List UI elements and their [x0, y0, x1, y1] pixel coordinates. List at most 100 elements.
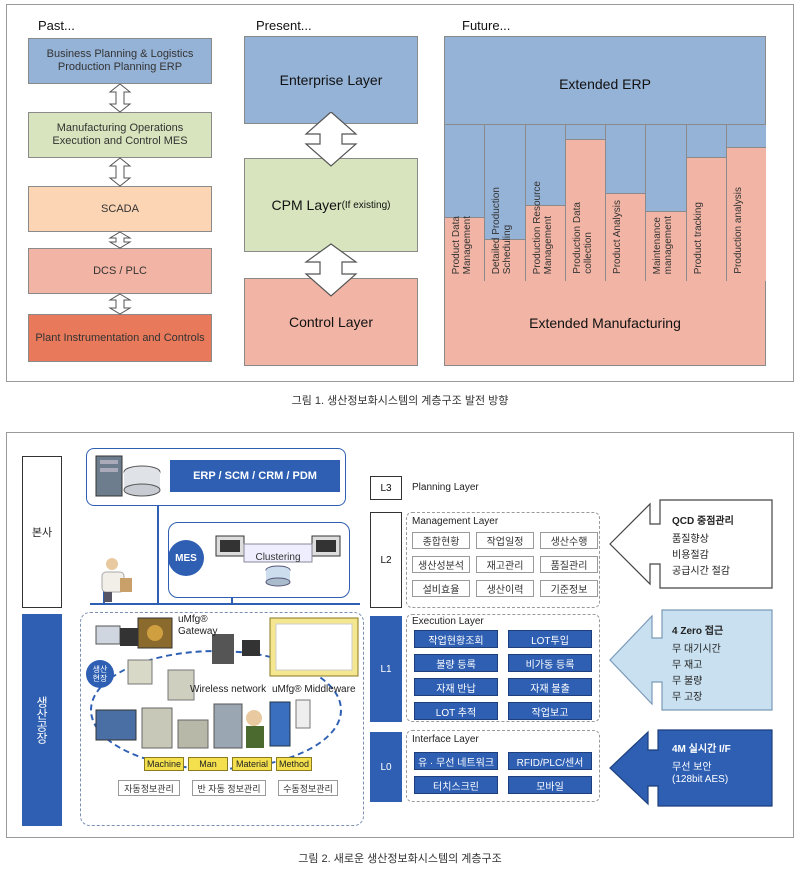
qcd-item: 품질향상 [672, 534, 709, 545]
mes-badge: MES [168, 540, 204, 576]
management-cell: 생산이력 [476, 580, 534, 597]
execution-cell: LOT투입 [508, 630, 592, 648]
double-arrow-icon [304, 243, 358, 297]
management-cell: 종합현황 [412, 532, 470, 549]
future-column-6: Maintenance management [645, 124, 686, 281]
interface-cell: 터치스크린 [414, 776, 498, 794]
semi-auto-info-cell: 반 자동 정보관리 [192, 780, 266, 796]
zero-item: 무 재고 [672, 660, 703, 671]
site-label: 생산 현장 [92, 665, 108, 683]
past-layer-dcs-plc: DCS / PLC [28, 248, 212, 294]
gateway-label: uMfg® Gateway [178, 614, 218, 637]
site-badge: 생산 현장 [86, 660, 114, 688]
future-column-fill [646, 211, 686, 281]
execution-cell: 작업현황조회 [414, 630, 498, 648]
factory-equipment-illustration [95, 617, 359, 749]
interface-cell: 유 · 무선 네트워크 [414, 752, 498, 770]
zero-item: 무 불량 [672, 676, 703, 687]
future-column-label: Product Analysis [612, 200, 623, 274]
management-cell: 재고관리 [476, 556, 534, 573]
execution-cell: 비가동 등록 [508, 654, 592, 672]
management-cell: 품질관리 [540, 556, 598, 573]
zero-arrow-icon [609, 609, 773, 711]
realtime-arrow-icon [609, 729, 773, 807]
server-icon [95, 455, 161, 497]
future-column-fill [606, 193, 646, 281]
factory-text: 생산공장 [34, 696, 49, 744]
future-column-fill [565, 139, 605, 281]
wireless-label: Wireless network [190, 684, 267, 695]
manual-info-cell: 수동정보관리 [278, 780, 338, 796]
cluster-servers-icon [215, 535, 341, 587]
method-label: Method [276, 757, 312, 771]
future-column-label: Production analysis [732, 187, 744, 274]
cpm-layer: CPM Layer(If existing) [244, 158, 418, 252]
machine-label: Machine [144, 757, 184, 771]
double-arrow-icon [108, 293, 132, 315]
management-cell: 생산수행 [540, 532, 598, 549]
factory-area [80, 612, 364, 826]
past-arrows [108, 84, 132, 315]
hq-text: 본사 [31, 527, 53, 539]
execution-cell: 불량 등록 [414, 654, 498, 672]
level-l3-code: L3 [370, 476, 402, 500]
qcd-item: 비용절감 [672, 550, 709, 561]
future-column-7: Product tracking [685, 124, 726, 281]
future-column-fill [726, 147, 766, 281]
level-l3-name: Planning Layer [412, 482, 479, 493]
future-column-fill [445, 217, 485, 281]
management-cell: 작업일정 [476, 532, 534, 549]
future-column-label: Maintenance management [652, 215, 675, 274]
erp-label-box: ERP / SCM / CRM / PDM [170, 460, 340, 492]
future-column-1: Product Data Management [444, 124, 485, 281]
present-title: Present... [256, 18, 312, 33]
qcd-title: QCD 중점관리 [672, 516, 734, 527]
cpm-layer-label: CPM Layer [271, 196, 342, 213]
level-l0-code: L0 [370, 732, 402, 802]
realtime-item: 무선 보안 [672, 762, 712, 773]
future-column-label: Product tracking [692, 201, 704, 274]
zero-item: 무 고장 [672, 692, 703, 703]
future-column-8: Production analysis [725, 124, 766, 281]
figure2-caption: 그림 2. 새로운 생산정보화시스템의 계층구조 [298, 853, 502, 865]
past-layer-mes: Manufacturing Operations Execution and C… [28, 112, 212, 158]
material-label: Material [232, 757, 272, 771]
future-column-fill [525, 205, 565, 281]
execution-cell: LOT 추적 [414, 702, 498, 720]
present-arrows [304, 112, 358, 297]
future-column-5: Product Analysis [605, 124, 646, 281]
future-title: Future... [462, 18, 511, 33]
interface-cell: RFID/PLC/센서 [508, 752, 592, 770]
operator-icon [101, 558, 132, 602]
auto-info-cell: 자동정보관리 [118, 780, 180, 796]
middleware-label: uMfg® Middleware [272, 684, 356, 695]
execution-cell: 자재 불출 [508, 678, 592, 696]
future-column-label: Detailed Production Scheduling [491, 186, 514, 274]
figure1-caption: 그림 1. 생산정보화시스템의 계층구조 발전 방향 [291, 395, 509, 407]
future-column-fill [485, 239, 525, 281]
past-layer-plant-instrumentation: Plant Instrumentation and Controls [28, 314, 212, 362]
level-l1-name: Execution Layer [412, 616, 484, 627]
realtime-title: 4M 실시간 I/F [672, 744, 731, 755]
execution-area [406, 614, 600, 722]
double-arrow-icon [304, 112, 358, 167]
future-column-fill [686, 157, 726, 281]
execution-cell: 자재 반납 [414, 678, 498, 696]
management-cell: 생산성분석 [412, 556, 470, 573]
future-column-2: Detailed Production Scheduling [484, 124, 525, 281]
interface-cell: 모바일 [508, 776, 592, 794]
qcd-item: 공급시간 절감 [672, 566, 730, 577]
level-l1-code: L1 [370, 616, 402, 722]
double-arrow-icon [108, 84, 132, 113]
level-l2-name: Management Layer [412, 516, 499, 527]
hq-label: 본사 [22, 456, 62, 608]
execution-cell: 작업보고 [508, 702, 592, 720]
level-l2-code: L2 [370, 512, 402, 608]
future-column-4: Production Data collection [564, 124, 605, 281]
realtime-item: (128bit AES) [672, 774, 729, 785]
future-column-label: Production Resource Management [531, 180, 554, 274]
management-cell: 기준정보 [540, 580, 598, 597]
man-label: Man [188, 757, 228, 771]
zero-item: 무 대기시간 [672, 644, 721, 655]
extended-manufacturing: Extended Manufacturing [444, 280, 766, 366]
